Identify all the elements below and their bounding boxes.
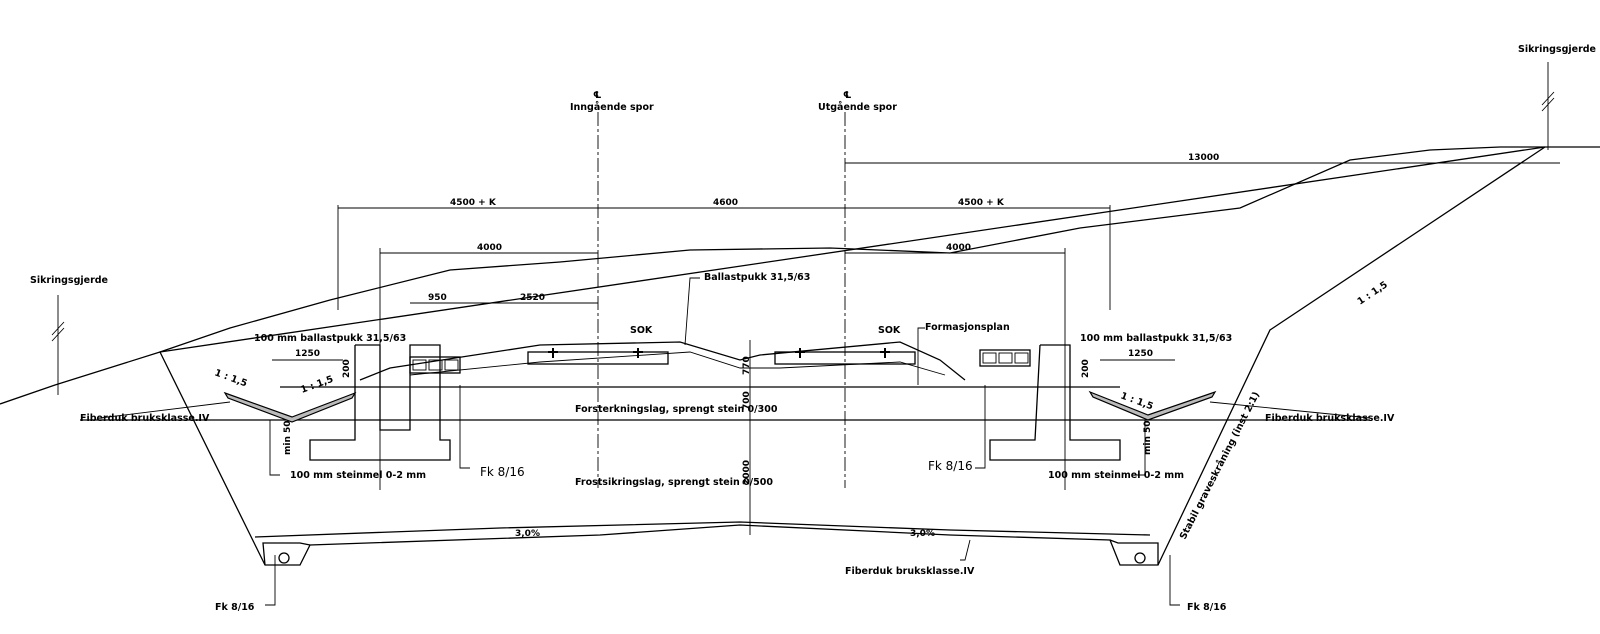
drain-pipe-right	[1134, 552, 1146, 564]
dim-950: 950	[428, 293, 447, 303]
ditch-right	[1088, 390, 1217, 421]
rail-right-2	[880, 348, 890, 358]
rail-right-1	[795, 348, 805, 358]
rail-left-2	[633, 348, 643, 358]
ballast-right-label: 100 mm ballastpukk 31,5/63	[1080, 333, 1232, 344]
dim-4000-left: 4000	[477, 243, 502, 253]
centerline-out-symbol: ℄	[843, 90, 852, 101]
sok-left-label: SOK	[630, 325, 653, 336]
leader-lines	[99, 277, 1371, 606]
excavation-outline	[159, 146, 1546, 566]
rail-left-1	[548, 348, 558, 358]
fk-left-label: Fk 8/16	[480, 465, 525, 479]
dim-13000: 13000	[1188, 153, 1219, 163]
dim-770: 770	[742, 356, 752, 375]
sand-right-label: 100 mm steinmel 0-2 mm	[1048, 470, 1184, 481]
fiber-right-label: Fiberduk bruksklasse.IV	[1265, 413, 1395, 424]
formation-plane	[409, 351, 946, 376]
fk-bottom-right-label: Fk 8/16	[1187, 602, 1227, 613]
dim-2520: 2520	[520, 293, 545, 303]
dim-4500-right: 4500 + K	[958, 198, 1005, 208]
mast-foundation-right	[989, 344, 1121, 461]
dimension-lines	[272, 162, 1560, 490]
ditch-left	[223, 391, 357, 423]
ballast-top-label: Ballastpukk 31,5/63	[704, 272, 810, 283]
dim-200-left: 200	[342, 359, 352, 378]
fk-bottom-left-label: Fk 8/16	[215, 602, 255, 613]
fk-right-label: Fk 8/16	[928, 459, 973, 473]
terrain-line	[0, 146, 1600, 405]
track-in-label: Inngående spor	[570, 102, 654, 113]
cable-trough-right	[979, 349, 1031, 367]
formation-label: Formasjonsplan	[925, 322, 1010, 333]
ballast-profile	[359, 341, 966, 381]
fiber-left-label: Fiberduk bruksklasse.IV	[80, 413, 210, 424]
grade-left: 3,0%	[515, 529, 540, 539]
dim-4500-left: 4500 + K	[450, 198, 497, 208]
frost-layer-bottom	[254, 521, 1151, 538]
dim-4600: 4600	[713, 198, 738, 208]
track-out-label: Utgående spor	[818, 102, 897, 113]
drain-notch-right	[1109, 539, 1159, 565]
reinforcement-label: Forsterkningslag, sprengt stein 0/300	[575, 404, 778, 415]
drain-pipe-left	[278, 552, 290, 564]
slope-note-label: Stabil graveskråning (inst 2:1)	[1178, 390, 1262, 541]
sand-left-label: 100 mm steinmel 0-2 mm	[290, 470, 426, 481]
dim-2000: 2000	[742, 460, 752, 485]
fence-right-mark	[1541, 91, 1555, 112]
dim-700: 700	[742, 391, 752, 410]
dim-200-right: 200	[1081, 359, 1091, 378]
ballast-left-label: 100 mm ballastpukk 31,5/63	[254, 333, 406, 344]
fence-left-mark	[51, 321, 65, 342]
dim-1250-left: 1250	[295, 349, 320, 359]
centerline-in-symbol: ℄	[593, 90, 602, 101]
dim-min50-left: min 50	[283, 420, 293, 455]
fence-left-label: Sikringsgjerde	[30, 275, 108, 286]
dim-1250-right: 1250	[1128, 349, 1153, 359]
drain-notch-left	[262, 542, 311, 566]
dim-4000-right: 4000	[946, 243, 971, 253]
fence-right-label: Sikringsgjerde	[1518, 44, 1596, 55]
dim-min50-right: min 50	[1143, 420, 1153, 455]
slope-ditch-label-1: 1 : 1,5	[213, 367, 249, 389]
slope-right-label: 1 : 1,5	[1356, 279, 1390, 307]
fiber-bottom-label: Fiberduk bruksklasse.IV	[845, 566, 975, 577]
slope-ditch-label-2: 1 : 1,5	[299, 374, 335, 396]
frost-label: Frostsikringslag, sprengt stein 0/500	[575, 477, 773, 488]
sok-right-label: SOK	[878, 325, 901, 336]
grade-right: 3,0%	[910, 529, 935, 539]
